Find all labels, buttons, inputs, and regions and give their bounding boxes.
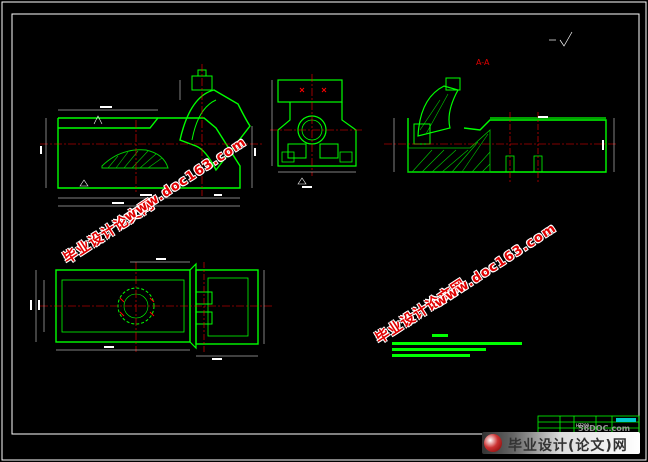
logo-ball-icon (484, 434, 502, 452)
site-logo: 毕业设计(论文)网 56DOC.com (482, 424, 640, 454)
technical-requirements (392, 334, 522, 357)
title-block-name: HT200 (576, 423, 590, 428)
logo-text: 毕业设计(论文)网 (508, 438, 628, 454)
roughness-symbol (549, 31, 573, 47)
inner-border (11, 13, 640, 435)
front-view (40, 64, 262, 207)
section-label: A-A (476, 58, 490, 67)
top-view (30, 258, 272, 360)
logo-site: 56DOC.com (578, 424, 631, 433)
section-view (384, 77, 616, 182)
side-view (270, 74, 362, 188)
